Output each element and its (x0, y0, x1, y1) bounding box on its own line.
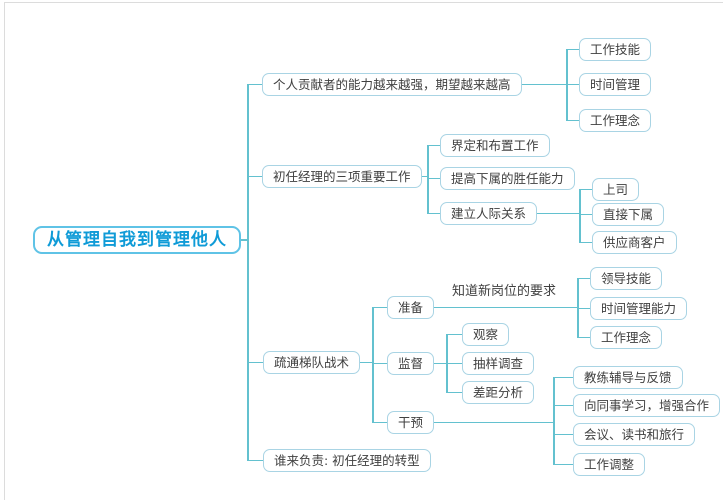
connector-line (428, 177, 440, 180)
node-work-philosophy-2[interactable]: 工作理念 (590, 326, 663, 349)
connector-line (248, 175, 262, 178)
node-build-relationships[interactable]: 建立人际关系 (440, 202, 538, 225)
connector-line (428, 212, 440, 215)
node-pipeline-tactics[interactable]: 疏通梯队战术 (263, 351, 361, 374)
node-boss[interactable]: 上司 (592, 178, 640, 201)
connector-line (434, 421, 554, 424)
node-intervene[interactable]: 干预 (387, 411, 435, 434)
node-three-key-tasks[interactable]: 初任经理的三项重要工作 (262, 165, 422, 188)
node-work-skills[interactable]: 工作技能 (579, 38, 652, 61)
connector-line (447, 362, 462, 365)
node-who-responsible[interactable]: 谁来负责: 初任经理的转型 (263, 449, 431, 472)
connector-line (447, 333, 462, 336)
connector-line (248, 361, 263, 364)
node-gap-analysis[interactable]: 差距分析 (462, 381, 535, 404)
connector-line (372, 306, 374, 424)
node-meetings-reading-travel[interactable]: 会议、读书和旅行 (573, 423, 696, 446)
node-leadership-skills[interactable]: 领导技能 (590, 267, 663, 290)
connector-line (373, 362, 387, 365)
connector-line (434, 362, 447, 365)
connector-line (580, 213, 592, 216)
node-direct-reports[interactable]: 直接下属 (592, 203, 665, 226)
connector-line (428, 144, 440, 147)
edge-label-know-new-role-requirements[interactable]: 知道新岗位的要求 (452, 284, 557, 299)
connector-line (422, 175, 428, 178)
node-improve-subordinate-competence[interactable]: 提高下属的胜任能力 (440, 167, 575, 190)
node-root[interactable]: 从管理自我到管理他人 (33, 226, 241, 254)
connector-line (567, 83, 579, 86)
node-time-management[interactable]: 时间管理 (579, 73, 652, 96)
connector-line (248, 459, 263, 462)
connector-line (241, 239, 248, 241)
node-observe[interactable]: 观察 (462, 323, 510, 346)
connector-line (247, 83, 249, 462)
connector-line (567, 48, 579, 51)
node-prepare[interactable]: 准备 (387, 296, 435, 319)
connector-line (373, 421, 387, 424)
connector-line (567, 119, 579, 122)
connector-line (554, 404, 573, 407)
connector-line (578, 307, 590, 310)
node-sampling-survey[interactable]: 抽样调查 (462, 352, 535, 375)
connector-line (554, 463, 573, 466)
node-coaching-feedback[interactable]: 教练辅导与反馈 (573, 366, 683, 389)
node-time-management-ability[interactable]: 时间管理能力 (590, 297, 688, 320)
connector-line (447, 391, 462, 394)
node-supervise[interactable]: 监督 (387, 352, 435, 375)
connector-line (578, 277, 590, 280)
node-work-philosophy[interactable]: 工作理念 (579, 109, 652, 132)
connector-line (579, 188, 581, 244)
connector-line (427, 144, 429, 215)
connector-line (248, 83, 262, 86)
connector-line (553, 376, 555, 466)
node-individual-contributor[interactable]: 个人贡献者的能力越来越强，期望越来越高 (262, 73, 522, 96)
connector-line (554, 433, 573, 436)
connector-line (434, 306, 578, 309)
node-learn-from-peers[interactable]: 向同事学习，增强合作 (573, 394, 721, 417)
connector-line (522, 83, 567, 86)
node-supplier-customer[interactable]: 供应商客户 (592, 231, 677, 254)
connector-line (373, 306, 387, 309)
connector-line (360, 361, 373, 364)
connector-line (580, 241, 592, 244)
node-job-adjustment[interactable]: 工作调整 (573, 453, 646, 476)
connector-line (554, 376, 573, 379)
connector-line (578, 336, 590, 339)
connector-line (537, 212, 580, 215)
node-define-assign-work[interactable]: 界定和布置工作 (440, 134, 550, 157)
connector-line (580, 188, 592, 191)
